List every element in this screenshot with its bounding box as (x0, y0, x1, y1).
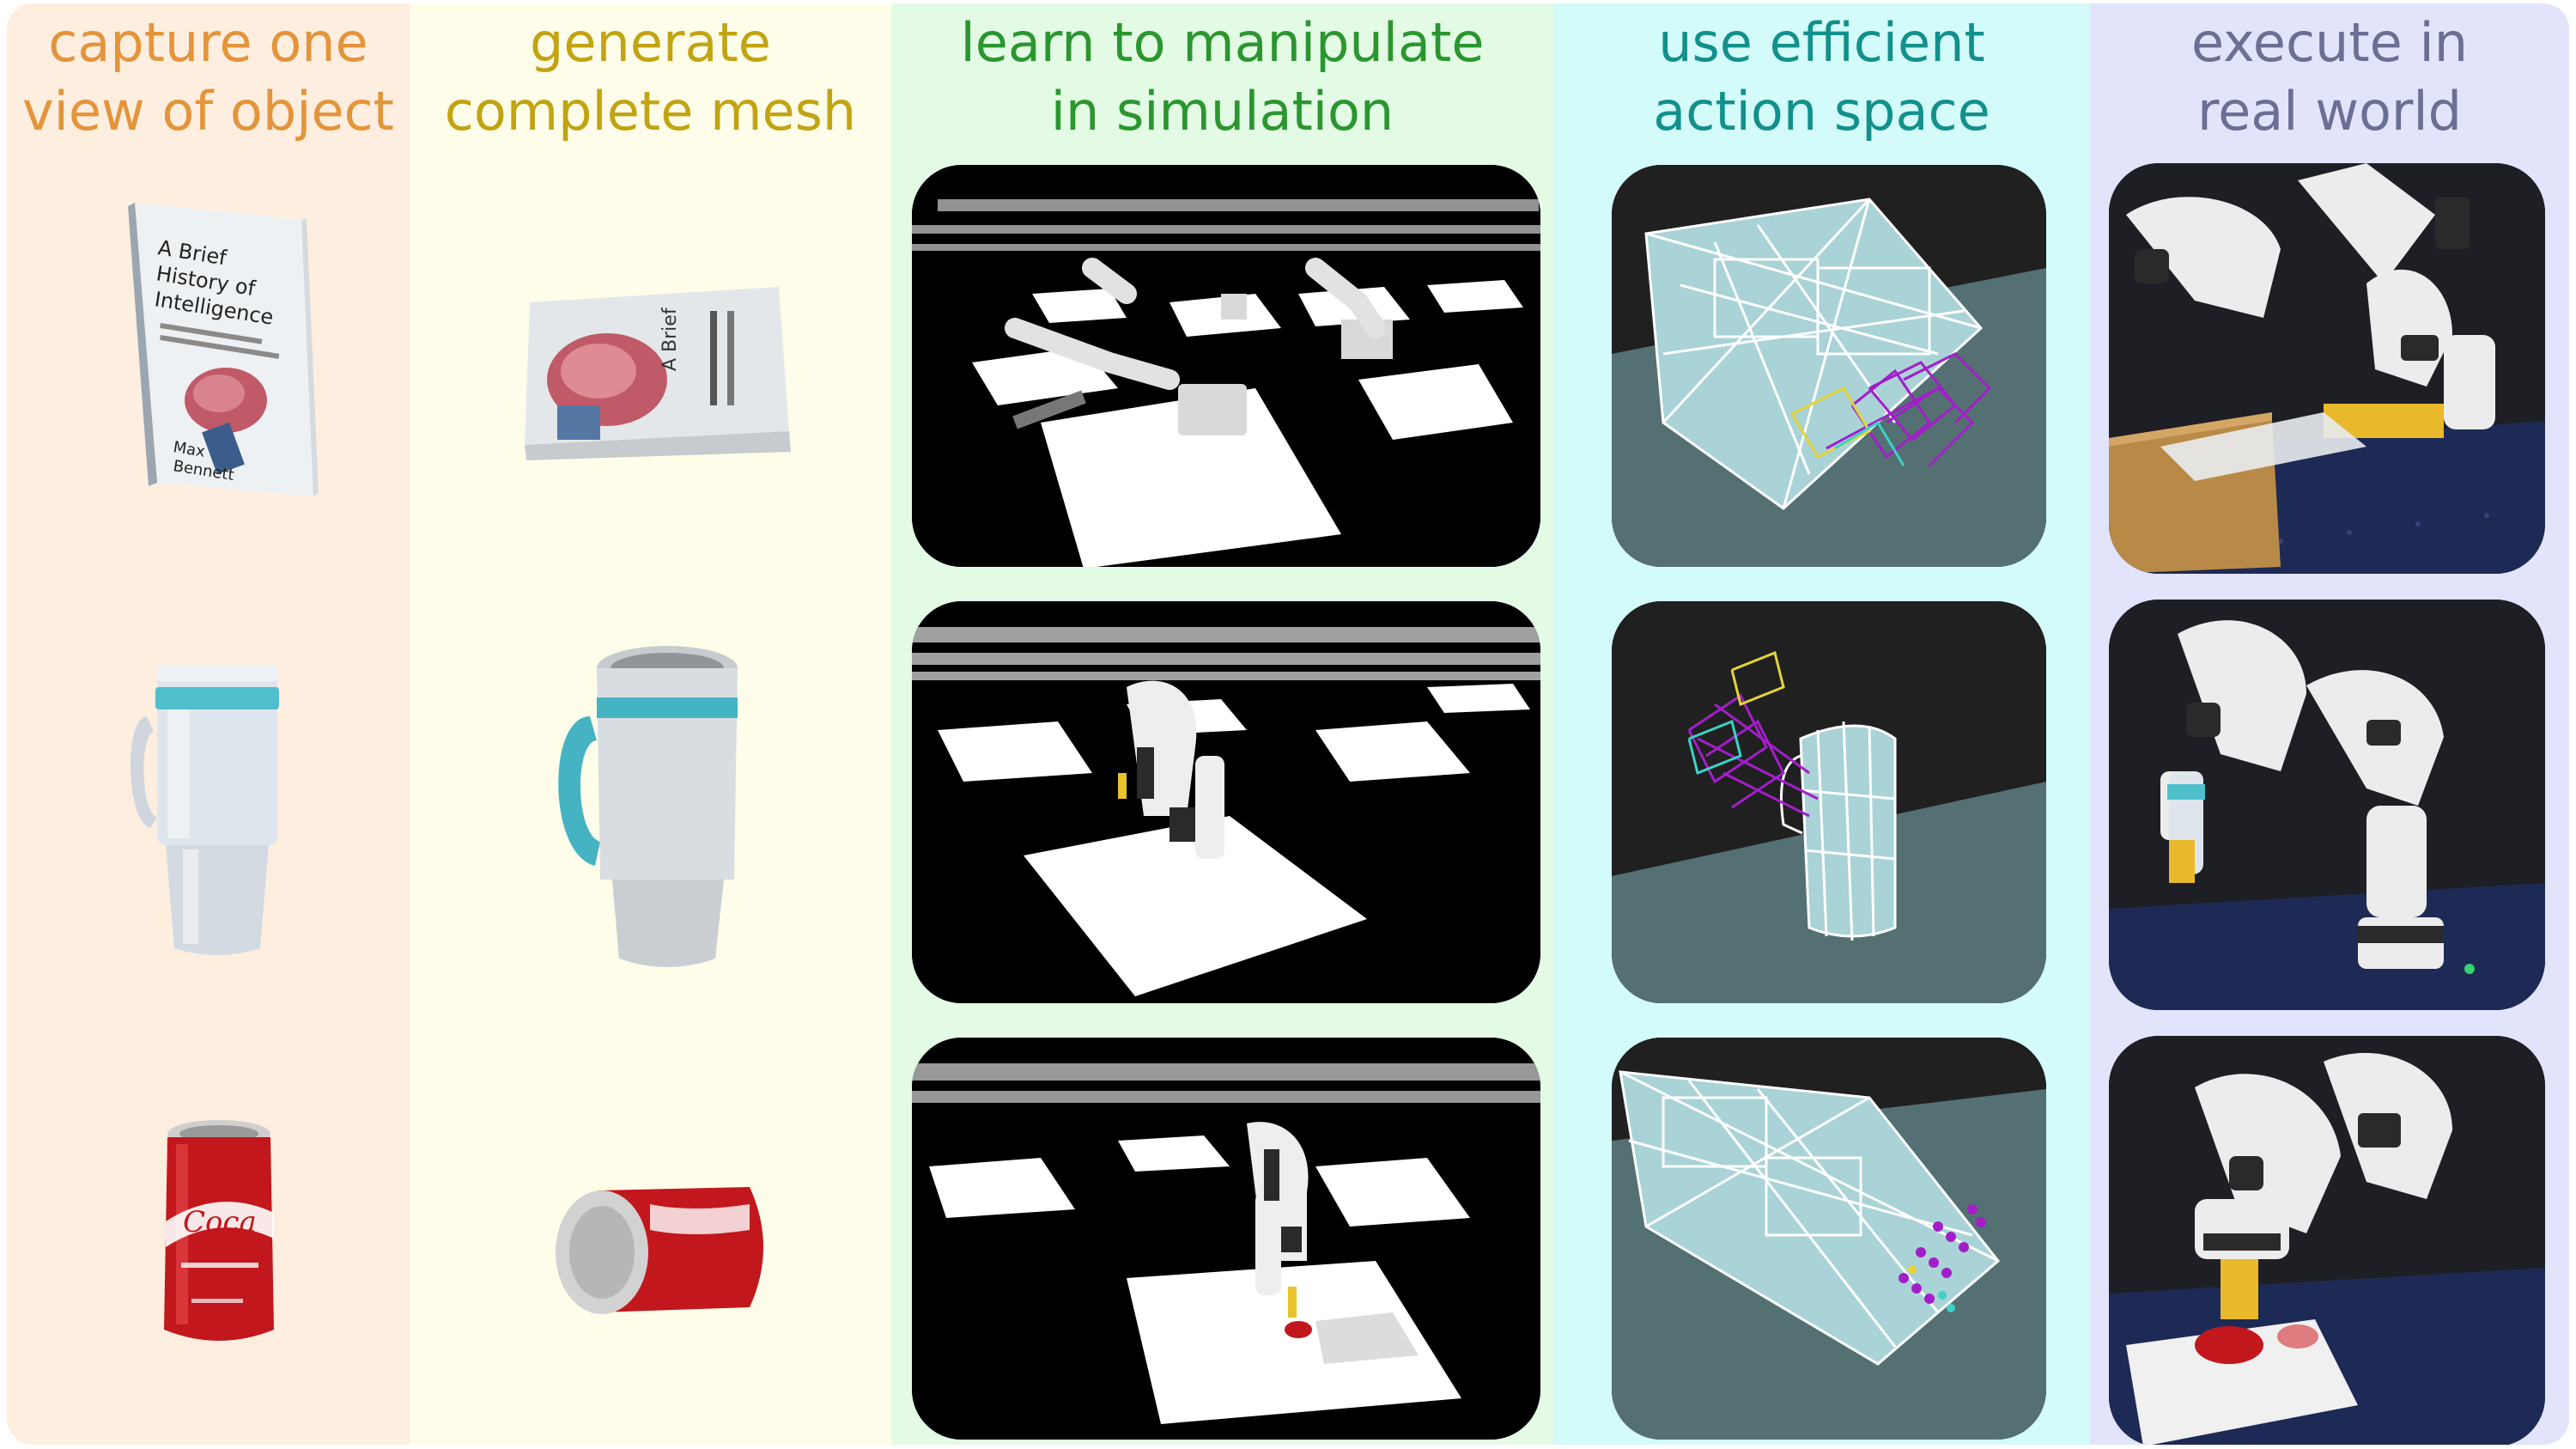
column-execute: execute in real world (2090, 3, 2569, 1445)
action-panel-book (1612, 165, 2046, 567)
column-title-generate: generate complete mesh (444, 11, 857, 143)
column-title-action: use efficient action space (1653, 11, 1990, 143)
simulation-panel-book (912, 165, 1540, 567)
captured-mug-image (130, 656, 290, 965)
column-generate: generate complete mesh A Brief (410, 3, 891, 1445)
column-capture: capture one view of object A Brief Histo… (7, 3, 410, 1445)
generated-can-mesh (547, 1178, 779, 1324)
captured-book-image: A Brief History of Intelligence Max Benn… (123, 194, 320, 512)
real-world-panel-can (2109, 1036, 2545, 1445)
pipeline-figure: capture one view of object A Brief Histo… (7, 3, 2569, 1445)
column-action: use efficient action space (1553, 3, 2090, 1445)
generated-book-mesh: A Brief (513, 277, 796, 461)
action-panel-mug (1612, 601, 2046, 1003)
column-title-learn: learn to manipulate in simulation (960, 11, 1485, 143)
svg-text:A Brief: A Brief (659, 307, 681, 371)
real-world-panel-book (2109, 163, 2545, 574)
generated-mug-mesh (547, 639, 744, 974)
column-title-capture: capture one view of object (21, 11, 394, 143)
action-panel-can (1612, 1038, 2046, 1440)
simulation-panel-can (912, 1038, 1540, 1440)
captured-can-image: Coca (157, 1118, 282, 1349)
svg-text:Coca: Coca (183, 1205, 257, 1239)
simulation-panel-mug (912, 601, 1540, 1003)
column-title-execute: execute in real world (2190, 11, 2469, 143)
real-world-panel-mug (2109, 600, 2545, 1010)
column-learn: learn to manipulate in simulation (891, 3, 1553, 1445)
